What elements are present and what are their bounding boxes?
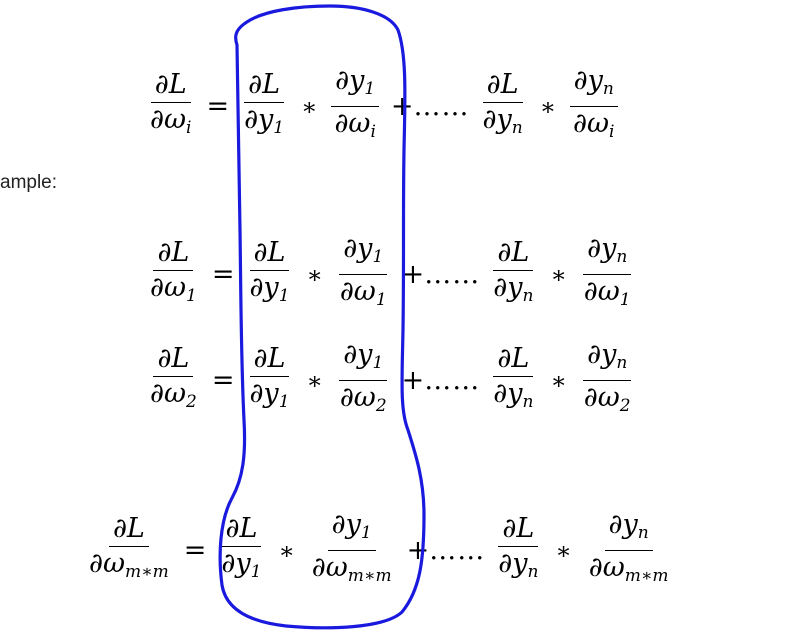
lhs-fraction: ∂L ∂ωi	[150, 69, 192, 138]
equals-sign: =	[183, 535, 207, 566]
dl-dy1-fraction: ∂L ∂y1	[249, 237, 290, 306]
times-sign: ∗	[306, 366, 323, 395]
times-sign: ∗	[539, 92, 556, 121]
dy1-domega-fraction: ∂y1 ∂ωi	[327, 64, 382, 149]
ellipsis: ……	[429, 535, 486, 566]
equals-sign: =	[211, 365, 235, 396]
equation-omega-2: ∂L ∂ω2 = ∂L ∂y1 ∗ ∂y1 ∂ω2 + …… ∂L ∂yn ∗ …	[143, 338, 638, 423]
ellipsis: ……	[424, 259, 481, 290]
example-label: ample:	[0, 172, 58, 193]
dyn-domega-fraction: ∂yn ∂ωm∗m	[588, 509, 669, 586]
times-sign: ∗	[550, 260, 567, 289]
lhs-fraction: ∂L ∂ω2	[150, 343, 197, 412]
dl-dyn-fraction: ∂L ∂yn	[493, 343, 534, 412]
equals-sign: =	[206, 91, 230, 122]
lhs-fraction: ∂L ∂ω1	[150, 237, 197, 306]
dy1-domega-fraction: ∂y1 ∂ω1	[339, 233, 388, 310]
ellipsis: ……	[413, 91, 470, 122]
equation-general: ∂L ∂ωi = ∂L ∂y1 ∗ ∂y1 ∂ωi + …… ∂L ∂yn ∗ …	[143, 64, 621, 149]
times-sign: ∗	[306, 260, 323, 289]
times-sign: ∗	[278, 536, 295, 565]
dl-dy1-fraction: ∂L ∂y1	[249, 343, 290, 412]
plus-sign: +	[390, 91, 414, 122]
dl-dyn-fraction: ∂L ∂yn	[482, 69, 523, 138]
equation-omega-1: ∂L ∂ω1 = ∂L ∂y1 ∗ ∂y1 ∂ω1 + …… ∂L ∂yn ∗ …	[143, 232, 638, 317]
equation-omega-mm: ∂L ∂ωm∗m = ∂L ∂y1 ∗ ∂y1 ∂ωm∗m + …… ∂L ∂y…	[82, 508, 676, 593]
times-sign: ∗	[550, 366, 567, 395]
plus-sign: +	[406, 535, 430, 566]
dl-dyn-fraction: ∂L ∂yn	[493, 237, 534, 306]
dyn-domega-fraction: ∂yn ∂ω2	[583, 339, 632, 416]
dy1-domega-fraction: ∂y1 ∂ω2	[339, 339, 388, 416]
dyn-domega-fraction: ∂yn ∂ωi	[566, 64, 621, 149]
plus-sign: +	[401, 259, 425, 290]
lhs-fraction: ∂L ∂ωm∗m	[89, 513, 169, 582]
equals-sign: =	[211, 259, 235, 290]
ellipsis: ……	[424, 365, 481, 396]
dl-dy1-fraction: ∂L ∂y1	[244, 69, 285, 138]
dy1-domega-fraction: ∂y1 ∂ωm∗m	[311, 509, 392, 586]
dl-dy1-fraction: ∂L ∂y1	[221, 513, 262, 582]
dl-dyn-fraction: ∂L ∂yn	[498, 513, 539, 582]
times-sign: ∗	[555, 536, 572, 565]
times-sign: ∗	[301, 92, 318, 121]
dyn-domega-fraction: ∂yn ∂ω1	[583, 233, 632, 310]
plus-sign: +	[401, 365, 425, 396]
